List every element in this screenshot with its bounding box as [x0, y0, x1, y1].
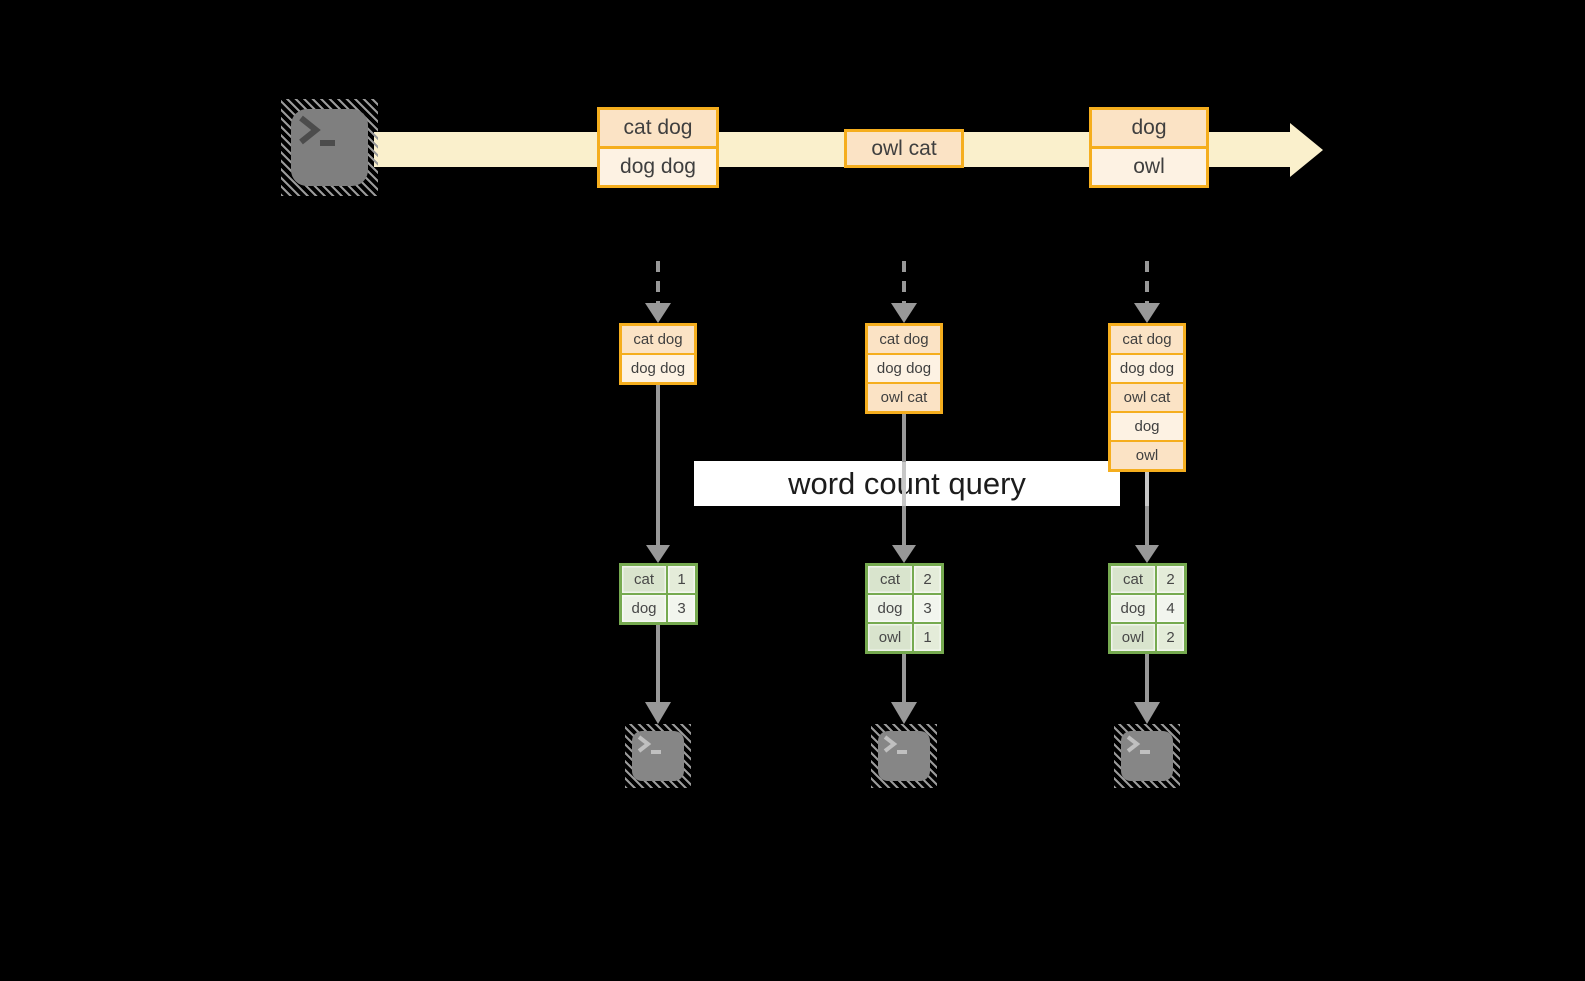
arrowhead-down-icon [891, 702, 917, 724]
emit-arrow [902, 654, 906, 702]
stream-arrowhead-icon [1290, 123, 1323, 177]
stream-message-box: dog owl [1089, 107, 1209, 188]
emit-arrow [656, 625, 660, 702]
state-row: dog dog [622, 355, 694, 382]
stream-message: owl [1092, 149, 1206, 185]
count-word: cat [622, 566, 666, 593]
terminal-prompt-icon [637, 735, 661, 754]
count-table: cat 1 dog 3 [619, 563, 698, 625]
query-arrow [1145, 506, 1149, 545]
state-row: dog [1111, 413, 1183, 440]
sink-terminal-icon [1114, 724, 1180, 788]
stream-message: dog dog [600, 149, 716, 185]
count-word: owl [1111, 624, 1155, 651]
terminal-prompt-icon [883, 735, 907, 754]
count-table: cat 2 dog 3 owl 1 [865, 563, 944, 654]
query-arrow [1145, 472, 1149, 506]
count-word: cat [1111, 566, 1155, 593]
count-word: cat [868, 566, 912, 593]
state-row: dog dog [868, 355, 940, 382]
arrowhead-down-icon [645, 303, 671, 323]
ingest-arrow-dashed [656, 261, 660, 303]
arrowhead-down-icon [645, 702, 671, 724]
state-box: cat dog dog dog owl cat [865, 323, 943, 414]
state-box: cat dog dog dog [619, 323, 697, 385]
query-banner-label: word count query [788, 465, 1026, 501]
arrowhead-down-icon [1134, 303, 1160, 323]
stream-message-box: owl cat [844, 129, 964, 168]
query-arrow [902, 462, 906, 506]
stream-message: cat dog [600, 110, 716, 146]
count-value: 1 [668, 566, 695, 593]
state-row: dog dog [1111, 355, 1183, 382]
arrowhead-down-icon [1135, 545, 1159, 563]
state-row: cat dog [622, 326, 694, 353]
stream-message: owl cat [847, 132, 961, 165]
query-banner: word count query [694, 461, 1120, 506]
source-terminal-icon [281, 99, 378, 196]
count-value: 1 [914, 624, 941, 651]
arrowhead-down-icon [1134, 702, 1160, 724]
arrowhead-down-icon [891, 303, 917, 323]
stream-message: dog [1092, 110, 1206, 146]
count-table: cat 2 dog 4 owl 2 [1108, 563, 1187, 654]
terminal-prompt-icon [299, 115, 335, 146]
state-box: cat dog dog dog owl cat dog owl [1108, 323, 1186, 472]
count-word: dog [868, 595, 912, 622]
state-row: owl cat [1111, 384, 1183, 411]
terminal-prompt-icon [1126, 735, 1150, 754]
sink-terminal-icon [871, 724, 937, 788]
state-row: owl cat [868, 384, 940, 411]
query-arrow [902, 506, 906, 545]
count-value: 2 [1157, 566, 1184, 593]
count-value: 3 [668, 595, 695, 622]
arrowhead-down-icon [892, 545, 916, 563]
state-row: owl [1111, 442, 1183, 469]
count-value: 2 [914, 566, 941, 593]
count-word: dog [622, 595, 666, 622]
stream-message-box: cat dog dog dog [597, 107, 719, 188]
count-value: 4 [1157, 595, 1184, 622]
sink-terminal-icon [625, 724, 691, 788]
count-word: owl [868, 624, 912, 651]
ingest-arrow-dashed [1145, 261, 1149, 303]
query-arrow [656, 385, 660, 545]
ingest-arrow-dashed [902, 261, 906, 303]
query-arrow [902, 414, 906, 462]
state-row: cat dog [868, 326, 940, 353]
arrowhead-down-icon [646, 545, 670, 563]
count-value: 2 [1157, 624, 1184, 651]
count-value: 3 [914, 595, 941, 622]
count-word: dog [1111, 595, 1155, 622]
emit-arrow [1145, 654, 1149, 702]
state-row: cat dog [1111, 326, 1183, 353]
